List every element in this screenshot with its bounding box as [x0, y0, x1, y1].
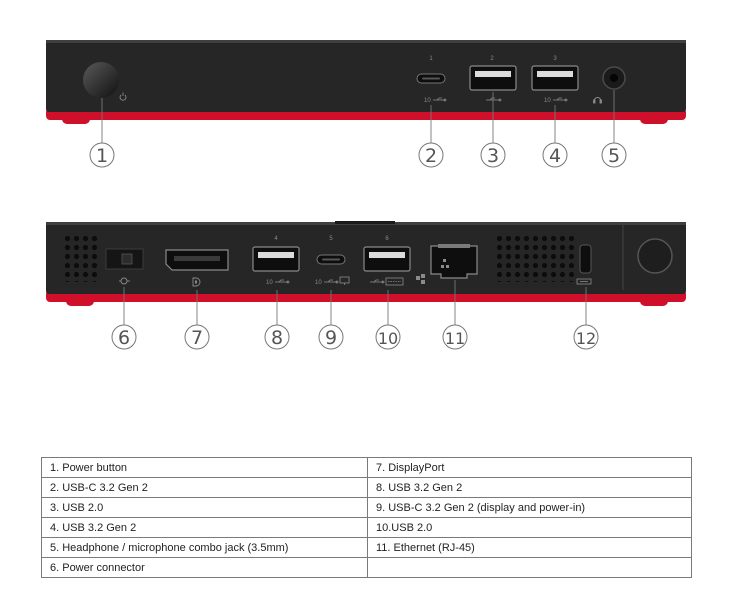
usb-symbol-icon [553, 97, 568, 102]
legend-cell: 1. Power button [41, 457, 368, 478]
rear-round-cover [637, 238, 673, 274]
display-monitor-icon [339, 276, 350, 285]
rear-callout-10: 10 [375, 324, 401, 350]
legend-cell: 10.USB 2.0 [367, 517, 692, 538]
lock-icon [576, 278, 592, 285]
ethernet-pins [438, 244, 470, 248]
power-connector-icon [119, 277, 130, 285]
front-port-number-2: 2 [490, 56, 494, 62]
legend-cell: 9. USB-C 3.2 Gen 2 (display and power-in… [367, 497, 692, 518]
rear-callout-12: 12 [573, 324, 599, 350]
svg-text:10: 10 [378, 329, 398, 348]
table-row: 1. Power button 7. DisplayPort [41, 457, 692, 478]
front-callout-2: 2 [418, 142, 444, 168]
legend-cell: 11. Ethernet (RJ-45) [367, 537, 692, 558]
rear-vent-right [497, 236, 576, 282]
front-callout-4: 4 [542, 142, 568, 168]
legend-cell: 7. DisplayPort [367, 457, 692, 478]
front-usb-a-speed-label: 10 [544, 98, 551, 104]
front-port-number-1: 1 [429, 56, 433, 62]
keyboard-icon [385, 277, 404, 286]
front-usb-a-port-3[interactable] [531, 65, 579, 91]
rear-callout-11: 11 [442, 324, 468, 350]
displayport-icon [192, 277, 201, 287]
rear-callout-7: 7 [184, 324, 210, 350]
rear-usb-c-tongue [322, 258, 340, 261]
front-usb-c-speed-label: 10 [424, 98, 431, 104]
svg-text:5: 5 [608, 145, 620, 167]
front-callout-3: 3 [480, 142, 506, 168]
usb-symbol-icon [275, 279, 290, 284]
rear-view: 4 5 6 10 10 [46, 221, 686, 350]
ethernet-port[interactable] [430, 245, 478, 279]
front-usb-a-insert-3 [537, 71, 573, 77]
usb-symbol-icon [370, 279, 385, 284]
rear-callout-8: 8 [264, 324, 290, 350]
rear-port-number-4: 4 [274, 236, 278, 242]
usb-symbol-icon [324, 279, 339, 284]
svg-text:8: 8 [271, 327, 283, 349]
front-leader-lines [101, 90, 615, 143]
legend-cell: 2. USB-C 3.2 Gen 2 [41, 477, 368, 498]
audio-jack-hole [610, 74, 618, 82]
power-connector-pin [121, 253, 133, 265]
legend-cell: 3. USB 2.0 [41, 497, 368, 518]
svg-text:12: 12 [576, 329, 596, 348]
svg-text:3: 3 [487, 145, 499, 167]
legend-cell [367, 557, 692, 578]
rear-port-number-6: 6 [385, 236, 389, 242]
table-row: 4. USB 3.2 Gen 2 10.USB 2.0 [41, 517, 692, 538]
rear-usb-a-insert-4 [258, 252, 294, 258]
rear-top-notch [335, 221, 395, 224]
rear-callout-9: 9 [318, 324, 344, 350]
rear-callout-6: 6 [111, 324, 137, 350]
svg-text:7: 7 [191, 327, 203, 349]
table-row: 2. USB-C 3.2 Gen 2 8. USB 3.2 Gen 2 [41, 477, 692, 498]
rear-usb-a-insert-6 [369, 252, 405, 258]
table-row: 6. Power connector [41, 557, 692, 578]
rear-vent-left [63, 236, 99, 282]
security-lock-slot[interactable] [579, 244, 592, 274]
table-row: 3. USB 2.0 9. USB-C 3.2 Gen 2 (display a… [41, 497, 692, 518]
svg-text:4: 4 [549, 145, 561, 167]
front-usb-a-port-2[interactable] [469, 65, 517, 91]
front-chassis [46, 40, 686, 112]
front-view: 1 2 3 10 10 [46, 40, 686, 168]
legend-cell: 4. USB 3.2 Gen 2 [41, 517, 368, 538]
rear-leader-lines [123, 280, 587, 325]
legend-cell: 8. USB 3.2 Gen 2 [367, 477, 692, 498]
legend-cell: 5. Headphone / microphone combo jack (3.… [41, 537, 368, 558]
rear-usb-a-port-4[interactable] [252, 246, 300, 272]
front-usb-a-insert-2 [475, 71, 511, 77]
network-icon [416, 274, 425, 284]
port-legend-table: 1. Power button 7. DisplayPort 2. USB-C … [41, 457, 692, 578]
network-icon [441, 259, 449, 268]
front-port-number-3: 3 [553, 56, 557, 62]
svg-text:1: 1 [96, 145, 108, 167]
rear-usb-a-port-6[interactable] [363, 246, 411, 272]
front-callout-1: 1 [89, 142, 115, 168]
front-chassis-top-edge [46, 40, 686, 43]
svg-text:9: 9 [325, 327, 337, 349]
rear-usb-a-speed-label: 10 [266, 280, 273, 286]
rear-usb-c-speed-label: 10 [315, 280, 322, 286]
power-button[interactable] [83, 62, 119, 98]
front-usb-c-tongue [422, 77, 440, 80]
svg-text:6: 6 [118, 327, 130, 349]
rear-port-number-5: 5 [329, 236, 333, 242]
power-icon [119, 92, 127, 101]
headset-icon [593, 97, 602, 104]
front-callout-5: 5 [601, 142, 627, 168]
usb-symbol-icon [433, 97, 447, 102]
table-row: 5. Headphone / microphone combo jack (3.… [41, 537, 692, 558]
legend-cell: 6. Power connector [41, 557, 368, 578]
displayport-insert [174, 256, 220, 261]
svg-text:2: 2 [425, 145, 437, 167]
svg-text:11: 11 [445, 329, 465, 348]
